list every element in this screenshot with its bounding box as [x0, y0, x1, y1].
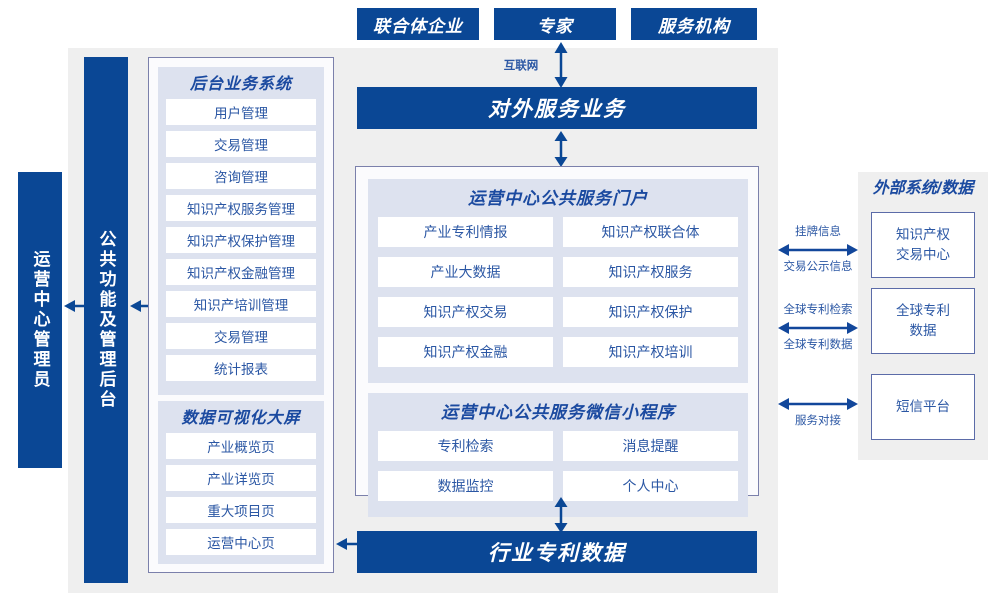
- list-item[interactable]: 统计报表: [166, 355, 316, 381]
- list-item[interactable]: 知识产权保护管理: [166, 227, 316, 253]
- external-arrow-label-trade-disclosure: 交易公示信息: [783, 261, 853, 273]
- external-arrow-ip-trading-icon: [778, 244, 858, 256]
- list-item[interactable]: 产业详览页: [166, 465, 316, 491]
- external-box-global-patent-data[interactable]: 全球专利 数据: [871, 288, 975, 354]
- portal-item[interactable]: 产业专利情报: [378, 217, 553, 247]
- external-service-bar[interactable]: 对外服务业务: [357, 87, 757, 129]
- list-item[interactable]: 交易管理: [166, 131, 316, 157]
- portal-item[interactable]: 知识产权保护: [563, 297, 738, 327]
- group-backend-business-system: 后台业务系统 用户管理 交易管理 咨询管理 知识产权服务管理 知识产权保护管理 …: [158, 67, 324, 395]
- portal-item[interactable]: 知识产权联合体: [563, 217, 738, 247]
- external-arrow-sms-icon: [778, 398, 858, 410]
- pillar-operation-center-admin[interactable]: 运营中心管理员: [18, 172, 62, 468]
- internet-label: 互联网: [503, 60, 539, 72]
- service-to-portal-arrow-icon: [554, 131, 568, 167]
- center-service-panel: 运营中心公共服务门户 产业专利情报 知识产权联合体 产业大数据 知识产权服务 知…: [355, 166, 759, 517]
- external-arrow-global-patent-icon: [778, 322, 858, 334]
- actor-chip-expert[interactable]: 专家: [494, 8, 616, 40]
- portal-item[interactable]: 产业大数据: [378, 257, 553, 287]
- miniprogram-item[interactable]: 个人中心: [563, 471, 738, 501]
- actor-chip-service-org[interactable]: 服务机构: [631, 8, 757, 40]
- group-title-miniprogram: 运营中心公共服务微信小程序: [441, 403, 675, 422]
- portal-item[interactable]: 知识产权金融: [378, 337, 553, 367]
- portal-item[interactable]: 知识产权培训: [563, 337, 738, 367]
- group-wechat-miniprogram: 运营中心公共服务微信小程序 专利检索 消息提醒 数据监控 个人中心: [368, 393, 748, 517]
- list-item[interactable]: 知识产权服务管理: [166, 195, 316, 221]
- actor-chip-consortium[interactable]: 联合体企业: [357, 8, 479, 40]
- external-box-line2: 交易中心: [896, 247, 950, 262]
- miniprogram-item[interactable]: 数据监控: [378, 471, 553, 501]
- external-box-line2: 数据: [909, 323, 937, 338]
- external-panel-title: 外部系统/数据: [872, 180, 974, 197]
- portal-to-industry-data-arrow-icon: [554, 497, 568, 533]
- group-title-dataviz: 数据可视化大屏: [181, 410, 301, 427]
- external-box-ip-trading-center[interactable]: 知识产权 交易中心: [871, 212, 975, 278]
- portal-item[interactable]: 知识产权交易: [378, 297, 553, 327]
- miniprogram-item[interactable]: 消息提醒: [563, 431, 738, 461]
- pillar-common-functions-backend[interactable]: 公共功能及管理后台: [84, 57, 128, 583]
- group-public-service-portal: 运营中心公共服务门户 产业专利情报 知识产权联合体 产业大数据 知识产权服务 知…: [368, 179, 748, 383]
- list-item[interactable]: 咨询管理: [166, 163, 316, 189]
- external-box-line1: 全球专利: [896, 303, 950, 319]
- list-item[interactable]: 知识产培训管理: [166, 291, 316, 317]
- internet-arrow-icon: [554, 42, 568, 88]
- list-item[interactable]: 产业概览页: [166, 433, 316, 459]
- left-subsystem-panel: 后台业务系统 用户管理 交易管理 咨询管理 知识产权服务管理 知识产权保护管理 …: [148, 57, 334, 573]
- list-item[interactable]: 重大项目页: [166, 497, 316, 523]
- miniprogram-item[interactable]: 专利检索: [378, 431, 553, 461]
- list-item[interactable]: 知识产权金融管理: [166, 259, 316, 285]
- group-title-portal: 运营中心公共服务门户: [468, 189, 648, 208]
- group-title-backend: 后台业务系统: [189, 76, 292, 93]
- portal-item[interactable]: 知识产权服务: [563, 257, 738, 287]
- group-data-visualization-screen: 数据可视化大屏 产业概览页 产业详览页 重大项目页 运营中心页: [158, 401, 324, 564]
- list-item[interactable]: 交易管理: [166, 323, 316, 349]
- list-item[interactable]: 运营中心页: [166, 529, 316, 555]
- external-arrow-label-service-docking: 服务对接: [795, 415, 841, 427]
- external-box-line1: 知识产权: [896, 227, 950, 243]
- external-arrow-label-global-patent-data: 全球专利数据: [783, 339, 853, 351]
- list-item[interactable]: 用户管理: [166, 99, 316, 125]
- external-arrow-label-listing-info: 挂牌信息: [795, 226, 841, 238]
- external-box-sms-platform[interactable]: 短信平台: [871, 374, 975, 440]
- external-arrow-label-global-patent-search: 全球专利检索: [783, 304, 853, 316]
- industry-patent-data-bar[interactable]: 行业专利数据: [357, 531, 757, 573]
